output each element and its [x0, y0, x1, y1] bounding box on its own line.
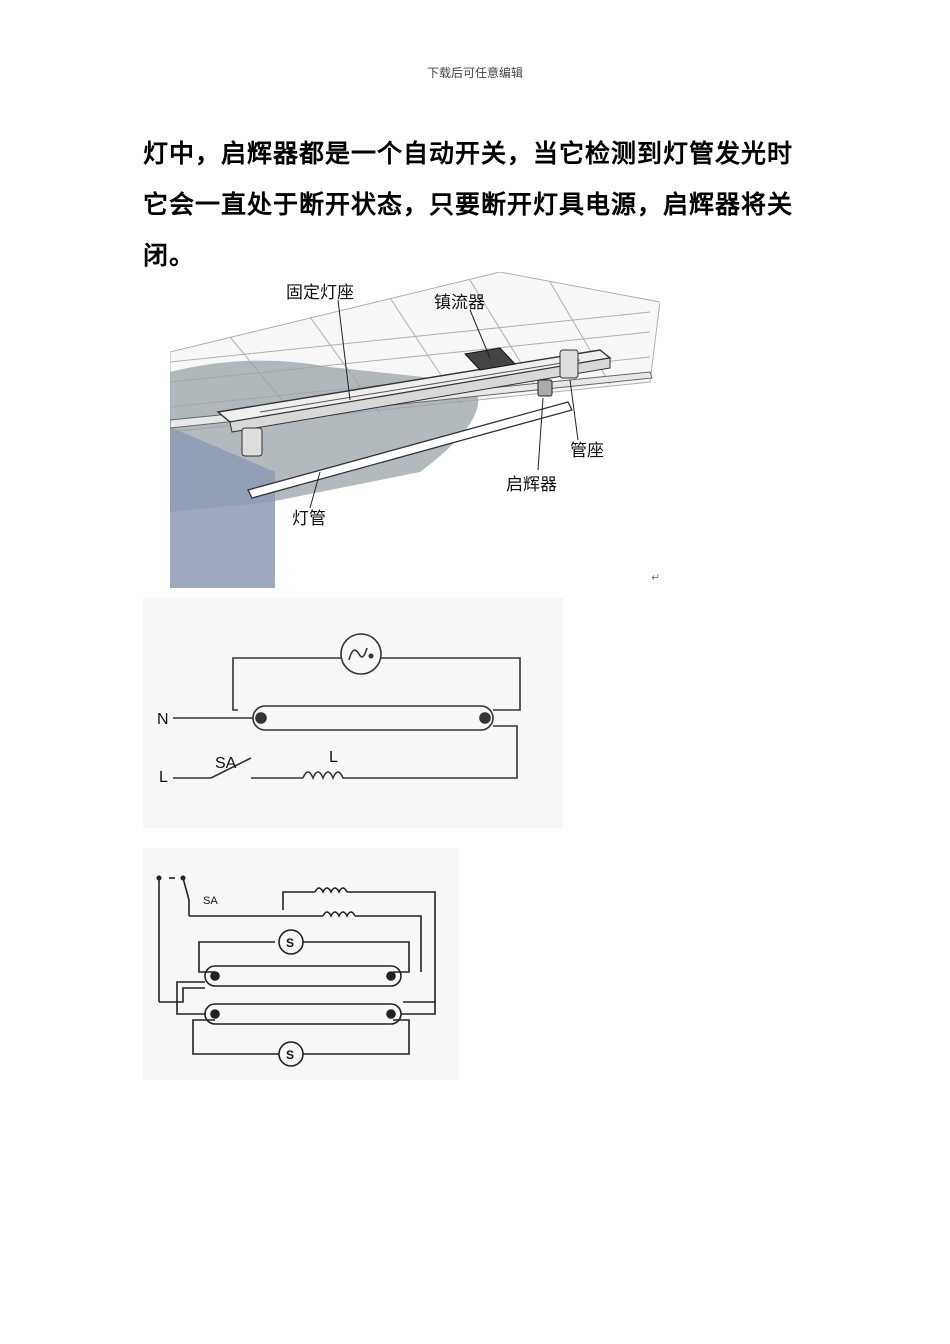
ballast-label: 镇流器	[434, 293, 485, 313]
neutral-label: N	[157, 711, 169, 728]
body-paragraph: 灯中，启辉器都是一个自动开关，当它检测到灯管发光时 它会一直处于断开状态，只要断…	[143, 128, 823, 281]
paragraph-line: 它会一直处于断开状态，只要断开灯具电源，启辉器将关	[143, 190, 794, 219]
starter-top-label: S	[286, 936, 294, 950]
switch-label: SA	[215, 755, 237, 772]
fixture-drawing: 固定灯座 镇流器 管座 启辉器 灯管	[170, 272, 660, 588]
circuit-diagram-single: N L SA L	[143, 598, 563, 828]
holder-label: 固定灯座	[286, 283, 354, 303]
tube-body	[247, 401, 573, 499]
circuit1-drawing: N L SA L	[143, 598, 563, 828]
socket-label: 管座	[570, 441, 604, 461]
ballast-box	[463, 347, 517, 371]
circuit2-drawing: SA S S	[143, 848, 459, 1080]
paragraph-mark-icon: ↵	[651, 571, 661, 584]
tube-label: 灯管	[292, 509, 326, 529]
starter-body	[537, 379, 553, 397]
wall-area	[170, 427, 275, 588]
switch-label: SA	[203, 895, 218, 907]
fixture-illustration: 固定灯座 镇流器 管座 启辉器 灯管	[170, 272, 660, 588]
starter-label: 启辉器	[506, 475, 557, 495]
inductor-label: L	[329, 749, 338, 766]
socket-right	[559, 349, 579, 379]
paragraph-line: 闭。	[143, 241, 196, 270]
starter-bottom-label: S	[286, 1048, 294, 1062]
circuit-diagram-double: SA S S	[143, 848, 459, 1080]
paragraph-line: 灯中，启辉器都是一个自动开关，当它检测到灯管发光时	[143, 139, 794, 168]
socket-left	[241, 427, 263, 457]
line-label: L	[159, 769, 168, 786]
page-header: 下载后可任意编辑	[426, 66, 523, 80]
